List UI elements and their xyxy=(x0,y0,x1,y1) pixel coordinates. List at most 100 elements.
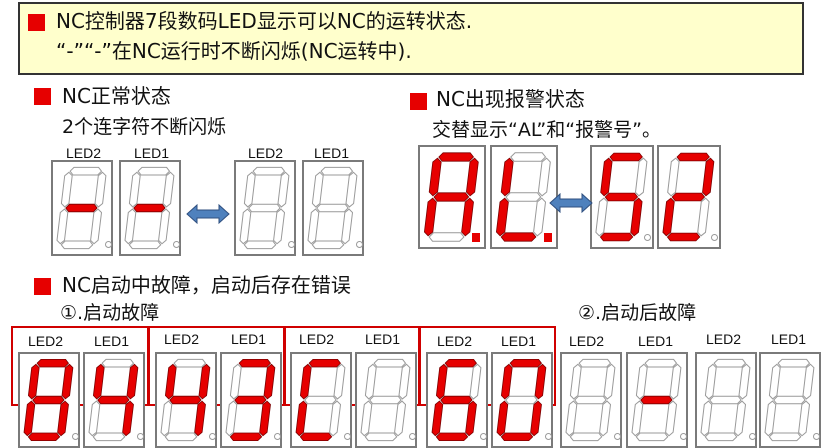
led-segment-c xyxy=(194,400,206,437)
led-segment-a xyxy=(444,359,478,368)
led-segment-d xyxy=(768,432,802,442)
led-segment-f xyxy=(128,171,141,208)
led-segment-a xyxy=(510,152,547,162)
led-segment-d xyxy=(128,240,162,250)
led-segment-g xyxy=(369,395,402,405)
led2-label: LED2 xyxy=(299,331,335,347)
led-segment-d xyxy=(364,432,398,442)
led-segment-b xyxy=(162,171,175,208)
led-segment-b xyxy=(277,171,290,208)
header-line-2: “-”“-”在NC运行时不断闪烁(NC运转中). xyxy=(56,39,412,63)
normal-state-title: NC正常状态 xyxy=(62,84,171,108)
led-segment-g xyxy=(505,395,538,405)
led-segment-g xyxy=(133,203,166,213)
led-segment-e xyxy=(295,400,308,437)
led-segment-a xyxy=(644,358,678,368)
led-display xyxy=(491,352,553,448)
led-segment-e xyxy=(496,400,509,437)
led-segment-c xyxy=(57,400,69,437)
led-segment-b xyxy=(345,171,358,208)
led-display xyxy=(220,352,282,448)
led-segment-b xyxy=(198,363,211,400)
led-segment-g xyxy=(248,203,281,213)
led-segment-d xyxy=(60,240,94,250)
red-square-icon xyxy=(28,14,45,31)
led-segment-a xyxy=(308,359,342,368)
led-segment-e xyxy=(360,400,373,437)
led-segment-a xyxy=(320,166,354,176)
led-segment-g xyxy=(433,192,470,202)
led-segment-a xyxy=(373,358,407,368)
led1-label: LED1 xyxy=(134,145,170,161)
led-segment-b xyxy=(333,363,346,400)
led1-label: LED1 xyxy=(501,333,537,349)
led-segment-g xyxy=(505,192,542,202)
led-display xyxy=(590,145,654,249)
led-segment-d xyxy=(569,432,603,442)
led-display xyxy=(290,352,352,448)
led-segment-c xyxy=(461,197,474,237)
led2-label: LED2 xyxy=(28,333,64,349)
header-line-1: NC控制器7段数码LED显示可以NC的运转状态. xyxy=(56,9,473,33)
led-segment-e xyxy=(662,197,675,237)
led-segment-g xyxy=(169,395,202,405)
led1-label: LED1 xyxy=(314,145,350,161)
startup-fault-title: NC启动中故障，启动后存在错误 xyxy=(62,273,351,297)
led-segment-g xyxy=(604,192,639,202)
led-segment-g xyxy=(574,395,607,405)
led-display xyxy=(418,145,486,249)
led-segment-b xyxy=(738,363,751,400)
led-segment-e xyxy=(631,400,644,437)
normal-state-desc: 2个连字符不断闪烁 xyxy=(62,116,227,138)
led-segment-e xyxy=(595,197,608,237)
led-segment-g xyxy=(640,395,673,405)
led-segment-b xyxy=(702,157,715,197)
led-segment-d xyxy=(229,432,263,441)
led-segment-c xyxy=(697,197,710,237)
led-segment-b xyxy=(669,363,682,400)
led-segment-a xyxy=(238,359,272,368)
double-arrow-icon xyxy=(186,203,230,225)
led-segment-f xyxy=(435,363,448,400)
led-display xyxy=(119,160,181,256)
led-segment-a xyxy=(609,152,643,162)
alarm-state-desc: 交替显示“AL”和“报警号”。 xyxy=(432,119,661,141)
led-display xyxy=(155,352,217,448)
led-segment-b xyxy=(465,157,479,197)
led-segment-b xyxy=(126,363,139,400)
led-segment-b xyxy=(61,363,74,400)
led-display xyxy=(234,160,296,256)
led-segment-b xyxy=(94,171,107,208)
led-segment-g xyxy=(65,203,98,213)
led-segment-e xyxy=(225,400,238,437)
red-square-icon xyxy=(410,93,427,110)
led-segment-d xyxy=(666,232,701,242)
led-segment-a xyxy=(676,152,710,162)
led-segment-a xyxy=(713,358,747,368)
led-segment-g xyxy=(234,395,267,405)
led-segment-d xyxy=(435,432,469,441)
led-segment-b xyxy=(398,363,411,400)
led-segment-d xyxy=(92,432,126,442)
led-segment-f xyxy=(311,171,324,208)
startup-fault-sub2: ②.启动后故障 xyxy=(578,302,697,324)
led1-label: LED1 xyxy=(365,331,401,347)
led-segment-c xyxy=(530,400,542,437)
led-segment-f xyxy=(667,157,680,197)
led-display xyxy=(302,160,364,256)
led-segment-f xyxy=(704,363,717,400)
led-segment-g xyxy=(709,395,742,405)
led-display xyxy=(759,352,821,448)
led-segment-b xyxy=(603,363,616,400)
led-segment-f xyxy=(60,171,73,208)
led-segment-e xyxy=(160,400,173,437)
led-segment-c xyxy=(273,208,286,245)
led-segment-g xyxy=(32,395,65,405)
led-segment-f xyxy=(768,363,781,400)
led-segment-a xyxy=(777,358,811,368)
red-square-icon xyxy=(34,88,51,105)
led-segment-f xyxy=(569,363,582,400)
led-segment-g xyxy=(671,192,706,202)
led-segment-b xyxy=(634,157,648,197)
led-segment-f xyxy=(428,157,442,197)
